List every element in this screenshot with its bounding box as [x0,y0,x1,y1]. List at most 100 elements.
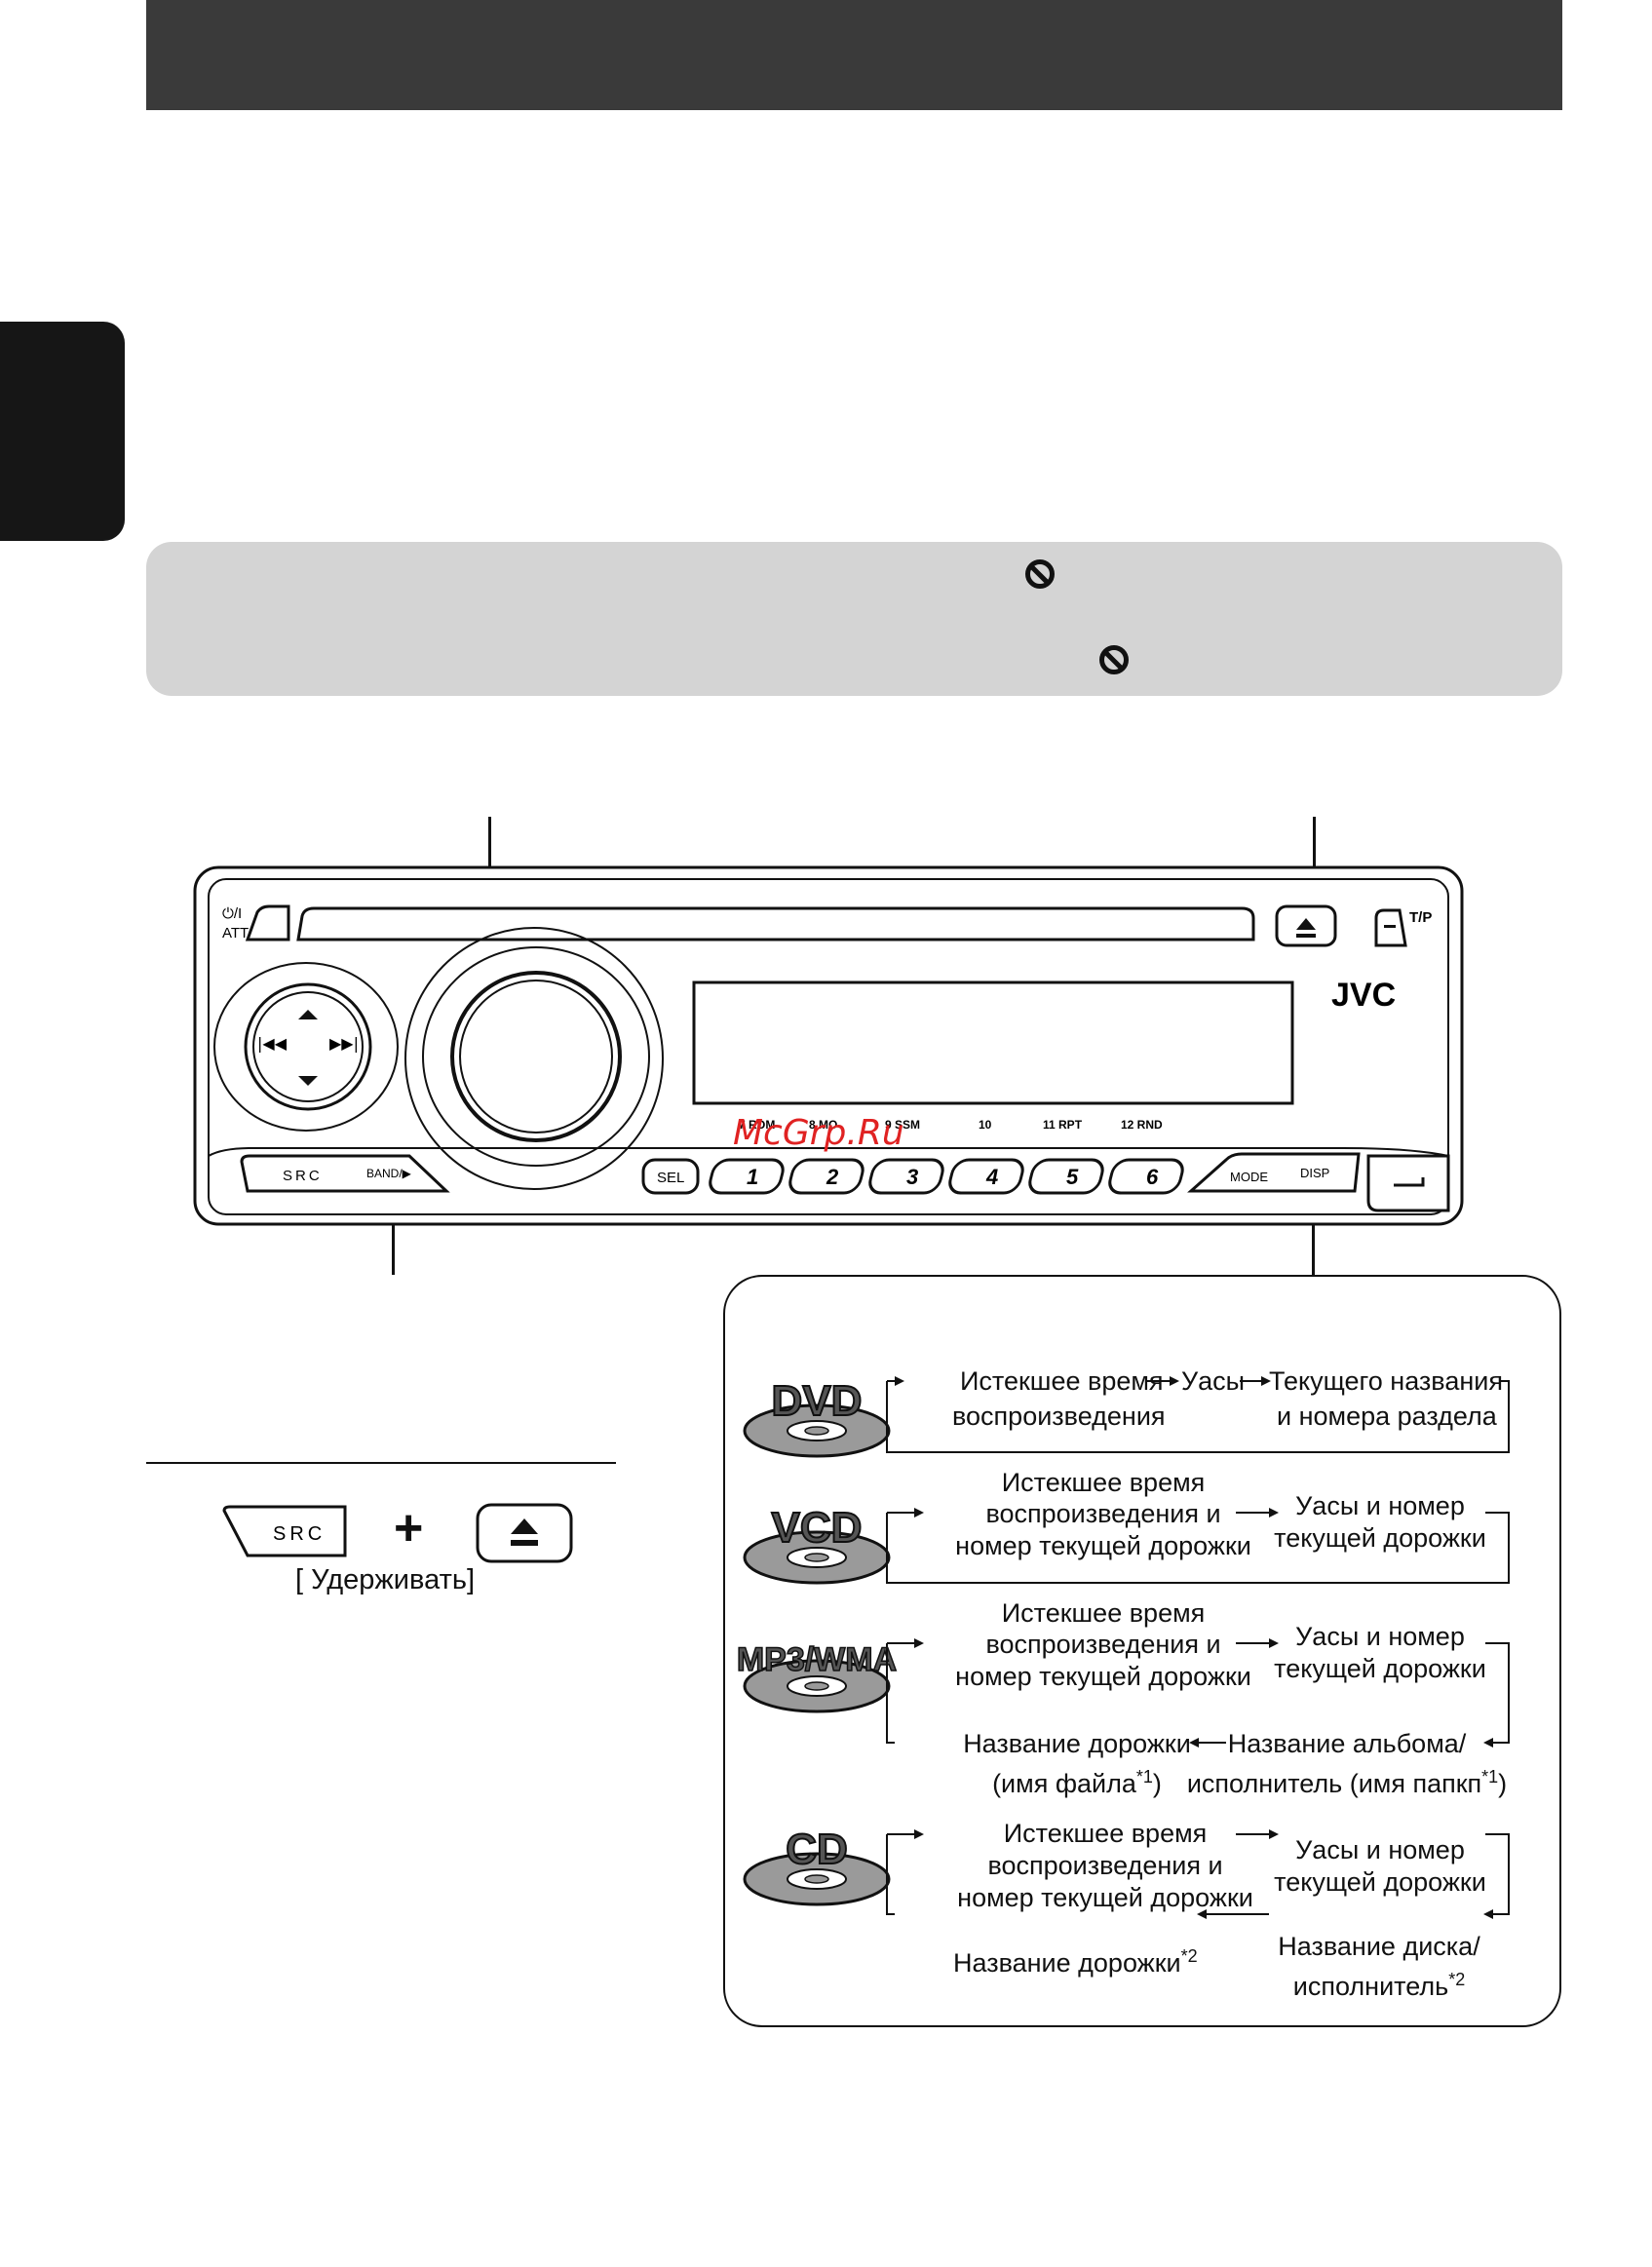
band-label: BAND/▶ [366,1167,412,1180]
mp3-album-line1: Название альбома/ [1227,1729,1467,1758]
disc-slot [296,906,1255,941]
disc-label: VCD [772,1504,863,1552]
cd-artist-label: исполнитель [1292,1972,1449,2001]
navigation-pad[interactable] [244,982,372,1111]
mode-label: MODE [1230,1170,1268,1184]
mp3-clock-line1: Уасы и номер [1295,1622,1465,1651]
mode-disp-button[interactable] [1187,1152,1361,1193]
cd-track-label: Название дорожки [953,1948,1181,1978]
att-label: ATT [222,925,249,941]
eject-icon [511,1518,538,1546]
vcd-elapsed-line2: воспроизведения и [985,1499,1221,1528]
callout-line-eject [1313,817,1316,904]
dvd-disc-icon: DVD [743,1376,891,1458]
volume-knob[interactable] [450,971,622,1142]
footnote-mark: *2 [1180,1946,1198,1966]
sel-button[interactable] [641,1158,700,1195]
hold-label: [ Удерживать] [294,1564,476,1595]
display-window [692,980,1294,1105]
minus-icon [1384,925,1396,928]
cd-track-name: Название дорожки*2 [953,1940,1198,1979]
language-tab [0,322,125,541]
disc-label: MP3/WMA [737,1641,897,1678]
mp3-album-name: Название альбома/ исполнитель (имя папкп… [1185,1727,1509,1800]
tp-label: T/P [1409,909,1432,926]
preset-label: 5 [1066,1165,1079,1189]
detach-icon [1394,1177,1425,1187]
header-bar [146,0,1562,110]
cd-clock-line2: текущей дорожки [1274,1867,1486,1897]
footnote-mark: *1 [1135,1767,1153,1787]
sel-label: SEL [657,1170,684,1186]
cd-disc-name: Название диска/ исполнитель*2 [1257,1930,1501,2003]
preset-label: 2 [826,1165,839,1189]
power-button[interactable] [245,904,290,941]
mp3-track-name: Название дорожки (имя файла*1) [936,1727,1218,1800]
preset-hint: 11 RPT [1043,1118,1083,1132]
mp3-elapsed-line3: номер текущей дорожки [955,1662,1251,1691]
vcd-elapsed-line1: Истекшее время [1001,1468,1206,1497]
callout-line-disc-slot [488,817,491,904]
preset-button-6[interactable] [1107,1158,1185,1195]
preset-button-1[interactable] [708,1158,786,1195]
disp-info-box [723,1275,1561,2027]
src-label: SRC [273,1523,326,1545]
disc-label: CD [786,1825,848,1873]
cd-disc-icon: CD [743,1825,891,1906]
eject-icon [1296,918,1316,938]
vcd-clock-line1: Уасы и номер [1295,1491,1465,1520]
callout-line-src [392,1201,395,1275]
flow-arrowheads [895,1376,1493,1919]
preset-label: 3 [906,1165,918,1189]
jvc-logo: JVC [1331,977,1396,1014]
mp3-album-close: ) [1498,1769,1508,1798]
mp3-track-line1: Название дорожки [963,1729,1191,1758]
vcd-clock-line2: текущей дорожки [1274,1523,1486,1553]
prohibited-icon [1099,645,1129,674]
prev-icon: |◀◀ [257,1034,288,1053]
src-band-button[interactable] [240,1154,450,1193]
down-arrow-icon [298,1076,318,1086]
preset-hint: 12 RND [1121,1118,1163,1132]
dvd-title-line2: и номера раздела [1277,1402,1497,1431]
preset-label: 6 [1146,1165,1159,1189]
dvd-elapsed-line2: воспроизведения [952,1402,1166,1431]
cd-clock-line1: Уасы и номер [1295,1835,1465,1864]
detach-button[interactable] [1366,1154,1450,1212]
src-label: SRC [283,1168,323,1184]
vcd-elapsed-line3: номер текущей дорожки [955,1531,1251,1560]
plus-sign: + [394,1500,424,1556]
disc-label: DVD [772,1377,863,1425]
mp3-clock-line2: текущей дорожки [1274,1654,1486,1683]
mp3-track-close: ) [1152,1769,1162,1798]
next-icon: ▶▶| [329,1034,359,1053]
note-box [146,542,1562,696]
power-label: ⏻/I [222,905,242,922]
preset-hint: 7 RDM [739,1118,775,1132]
preset-button-3[interactable] [867,1158,945,1195]
mp3-elapsed-line1: Истекшее время [1001,1598,1206,1628]
cd-elapsed-line3: номер текущей дорожки [957,1883,1253,1912]
mp3-track-line2: (имя файла*1) [936,1760,1218,1800]
vcd-disc-icon: VCD [743,1503,891,1585]
src-button[interactable] [222,1505,347,1557]
footnote-mark: *1 [1481,1767,1499,1787]
button-combination: SRC [222,1503,573,1563]
dvd-elapsed-line1: Истекшее время [960,1366,1164,1396]
up-arrow-icon [298,1010,318,1019]
mp3-album-line2: исполнитель (имя папкп*1) [1185,1760,1509,1800]
callout-line-disp [1312,1201,1315,1275]
disp-label: DISP [1300,1166,1329,1180]
preset-label: 4 [985,1165,998,1189]
control-panel: ⏻/I ATT T/P |◀◀ ▶▶| JVC 7 RDM 8 MO 9 SSM… [193,865,1464,1226]
prohibited-icon [1025,559,1055,589]
mp3-elapsed-line2: воспроизведения и [985,1630,1221,1659]
divider [146,1462,616,1464]
flow-lines [886,1380,1510,1915]
footnote-mark: *2 [1448,1970,1466,1989]
preset-button-4[interactable] [947,1158,1025,1195]
cd-elapsed-line1: Истекшее время [1003,1819,1208,1848]
preset-button-5[interactable] [1027,1158,1105,1195]
mp3-album-folder: исполнитель (имя папкп [1186,1769,1482,1798]
preset-button-2[interactable] [788,1158,865,1195]
